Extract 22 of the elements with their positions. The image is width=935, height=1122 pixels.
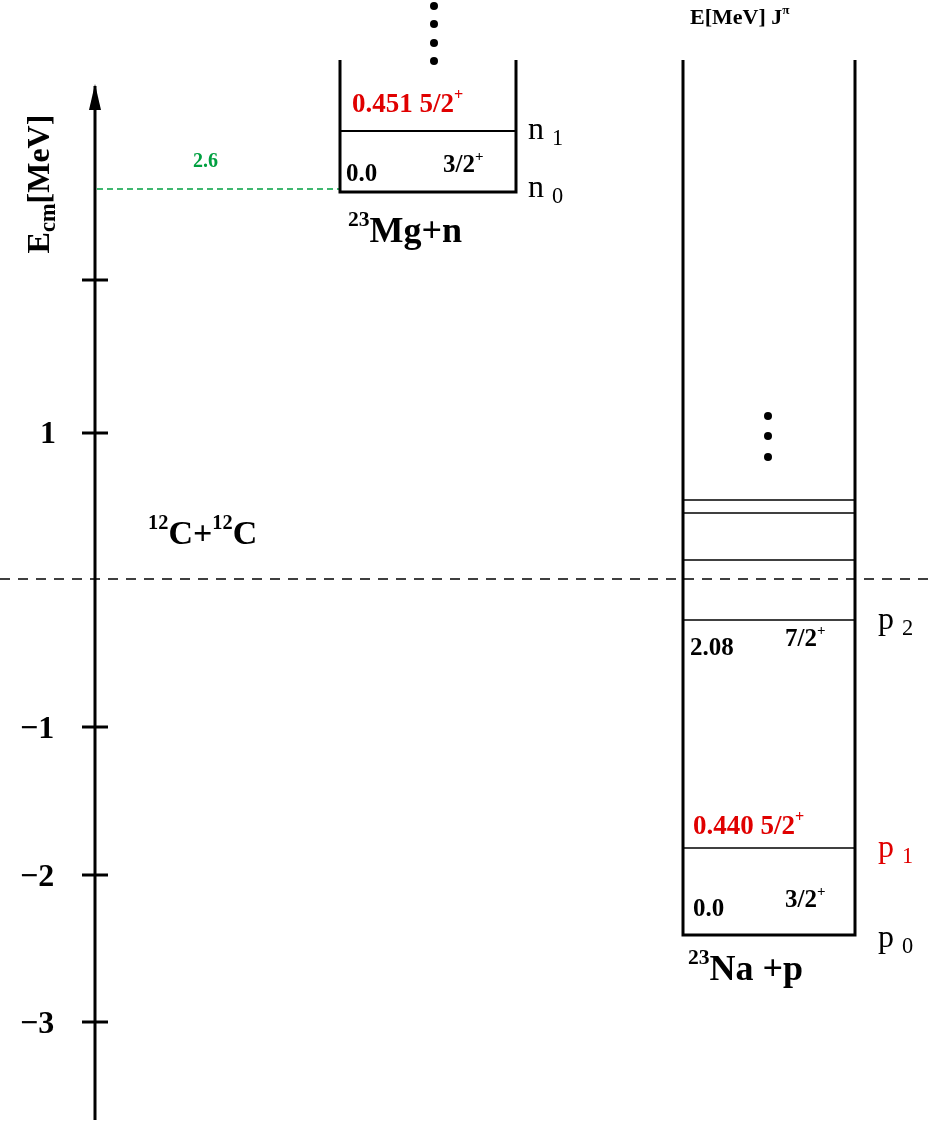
tick-label: 1 bbox=[40, 416, 56, 448]
channel-label: n $_{0}$ bbox=[528, 170, 564, 202]
channel-label: p $_{0}$ bbox=[878, 920, 914, 952]
level-label: 0.440 5/2$^{+}$ bbox=[693, 812, 805, 839]
channel-name: $^{23}$Na +p bbox=[688, 950, 804, 986]
tick-label: −2 bbox=[20, 859, 55, 891]
column-header: E[MeV] J$^{π}$ bbox=[690, 6, 790, 28]
channel-name: $^{23}$Mg+n bbox=[348, 212, 463, 248]
level-energy: 2.08 bbox=[690, 634, 734, 659]
channel-label: p $_{2}$ bbox=[878, 602, 914, 634]
tick-label: −1 bbox=[20, 711, 55, 743]
level-energy: 0.0 bbox=[346, 160, 378, 185]
tick-label: −3 bbox=[20, 1006, 55, 1038]
level-label: 0.451 5/2$^{+}$ bbox=[352, 90, 464, 117]
level-spin: 3/2$^{+}$ bbox=[785, 886, 826, 911]
channel-label: p $_{1}$ bbox=[878, 830, 914, 862]
channel-name: $^{12}$C+$^{12}$C bbox=[148, 516, 258, 550]
channel-label: n $_{1}$ bbox=[528, 112, 564, 144]
level-spin: 7/2$^{+}$ bbox=[785, 625, 826, 650]
level-spin: 3/2$^{+}$ bbox=[443, 151, 484, 176]
energy-value: 2.6 bbox=[193, 150, 218, 170]
level-energy: 0.0 bbox=[693, 895, 725, 920]
